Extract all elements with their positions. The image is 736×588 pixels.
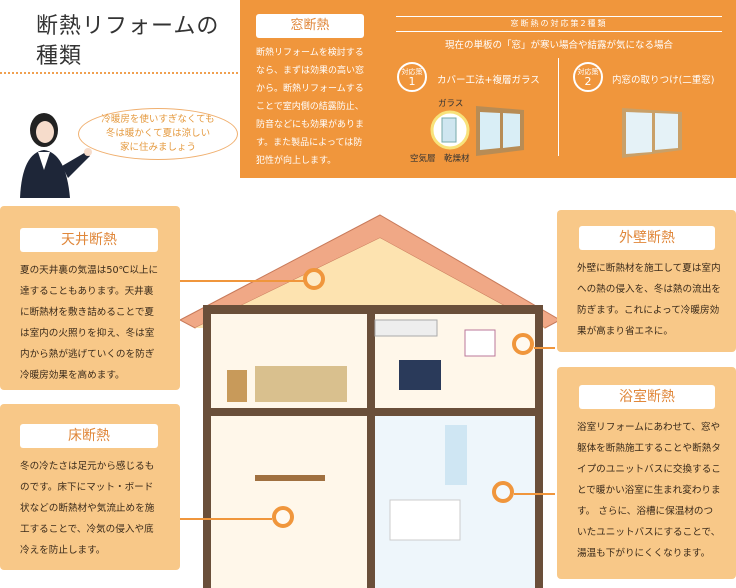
ceiling-marker <box>303 268 325 290</box>
inner-window-icon <box>622 108 682 158</box>
ceiling-connector <box>180 280 304 282</box>
wall-connector <box>534 347 555 349</box>
woman-illustration <box>20 113 92 198</box>
title-line-1: 断熱リフォームの <box>36 14 220 39</box>
bath-heading: 浴室断熱 <box>579 385 715 409</box>
bubble-line: 家に住みましょう <box>119 142 196 153</box>
desiccant-label: 乾燥材 <box>444 154 470 164</box>
divider <box>0 72 238 74</box>
bubble-line: 冬は暖かくて夏は涼しい <box>105 128 211 139</box>
bath-marker <box>492 481 514 503</box>
double-glass-window-icon <box>430 106 524 156</box>
glass-label: ガラス <box>438 99 464 109</box>
wall-insulation-card: 外壁断熱 外壁に断熱材を施工して夏は室内への熱の侵入を、冬は熱の流出を防ぎます。… <box>557 210 736 352</box>
window-condition: 現在の単板の「窓」が寒い場合や結露が気になる場合 <box>444 40 673 51</box>
title-line-2: 種類 <box>36 44 83 69</box>
badge-number: 2 <box>584 75 592 88</box>
ceiling-text: 夏の天井裏の気温は50℃以上に達することもあります。天井裏に断熱材を敷き詰めるこ… <box>20 265 159 381</box>
page-title: 断熱リフォームの種類 <box>36 12 219 72</box>
window-insulation-panel: 窓断熱 断熱リフォームを検討するなら、まずは効果の高い窓から。断熱リフォームする… <box>240 0 736 178</box>
bubble-line: 冷暖房を使いすぎなくても <box>101 114 215 125</box>
house-illustration <box>178 214 562 588</box>
wall-text: 外壁に断熱材を施工して夏は室内への熱の侵入を、冬は熱の流出を防ぎます。これによっ… <box>577 263 721 337</box>
floor-connector <box>180 518 272 520</box>
badge-number: 1 <box>408 75 416 88</box>
floor-marker <box>272 506 294 528</box>
badge-label: 対応策 <box>577 68 599 76</box>
floor-text: 冬の冷たさは足元から感じるものです。床下にマット・ボード状などの断熱材や気流止め… <box>20 461 155 556</box>
ceiling-insulation-card: 天井断熱 夏の天井裏の気温は50℃以上に達することもあります。天井裏に断熱材を敷… <box>0 206 180 390</box>
wall-heading: 外壁断熱 <box>579 226 715 250</box>
wall-marker <box>512 333 534 355</box>
bath-text: 浴室リフォームにあわせて、窓や躯体を断熱施工することや断熱タイプのユニットバスに… <box>577 422 721 559</box>
window-text: 断熱リフォームを検討するなら、まずは効果の高い窓から。断熱リフォームすることで室… <box>256 48 365 166</box>
window-heading: 窓断熱 <box>256 14 364 38</box>
bath-connector <box>514 493 555 495</box>
air-layer-label: 空気層 <box>410 154 436 164</box>
bath-insulation-card: 浴室断熱 浴室リフォームにあわせて、窓や躯体を断熱施工することや断熱タイプのユニ… <box>557 367 736 579</box>
badge-label: 対応策 <box>401 68 423 76</box>
floor-heading: 床断熱 <box>20 424 158 448</box>
measure-1-label: カバー工法+複層ガラス <box>437 75 540 86</box>
ceiling-heading: 天井断熱 <box>20 228 158 252</box>
window-subtitle: 窓断熱の対応策2種類 <box>396 16 722 32</box>
floor-insulation-card: 床断熱 冬の冷たさは足元から感じるものです。床下にマット・ボード状などの断熱材や… <box>0 404 180 570</box>
measure-2-label: 内窓の取りつけ(二重窓) <box>612 75 715 86</box>
speech-bubble: 冷暖房を使いすぎなくても冬は暖かくて夏は涼しい家に住みましょう <box>78 108 238 160</box>
measure-divider <box>558 58 559 156</box>
